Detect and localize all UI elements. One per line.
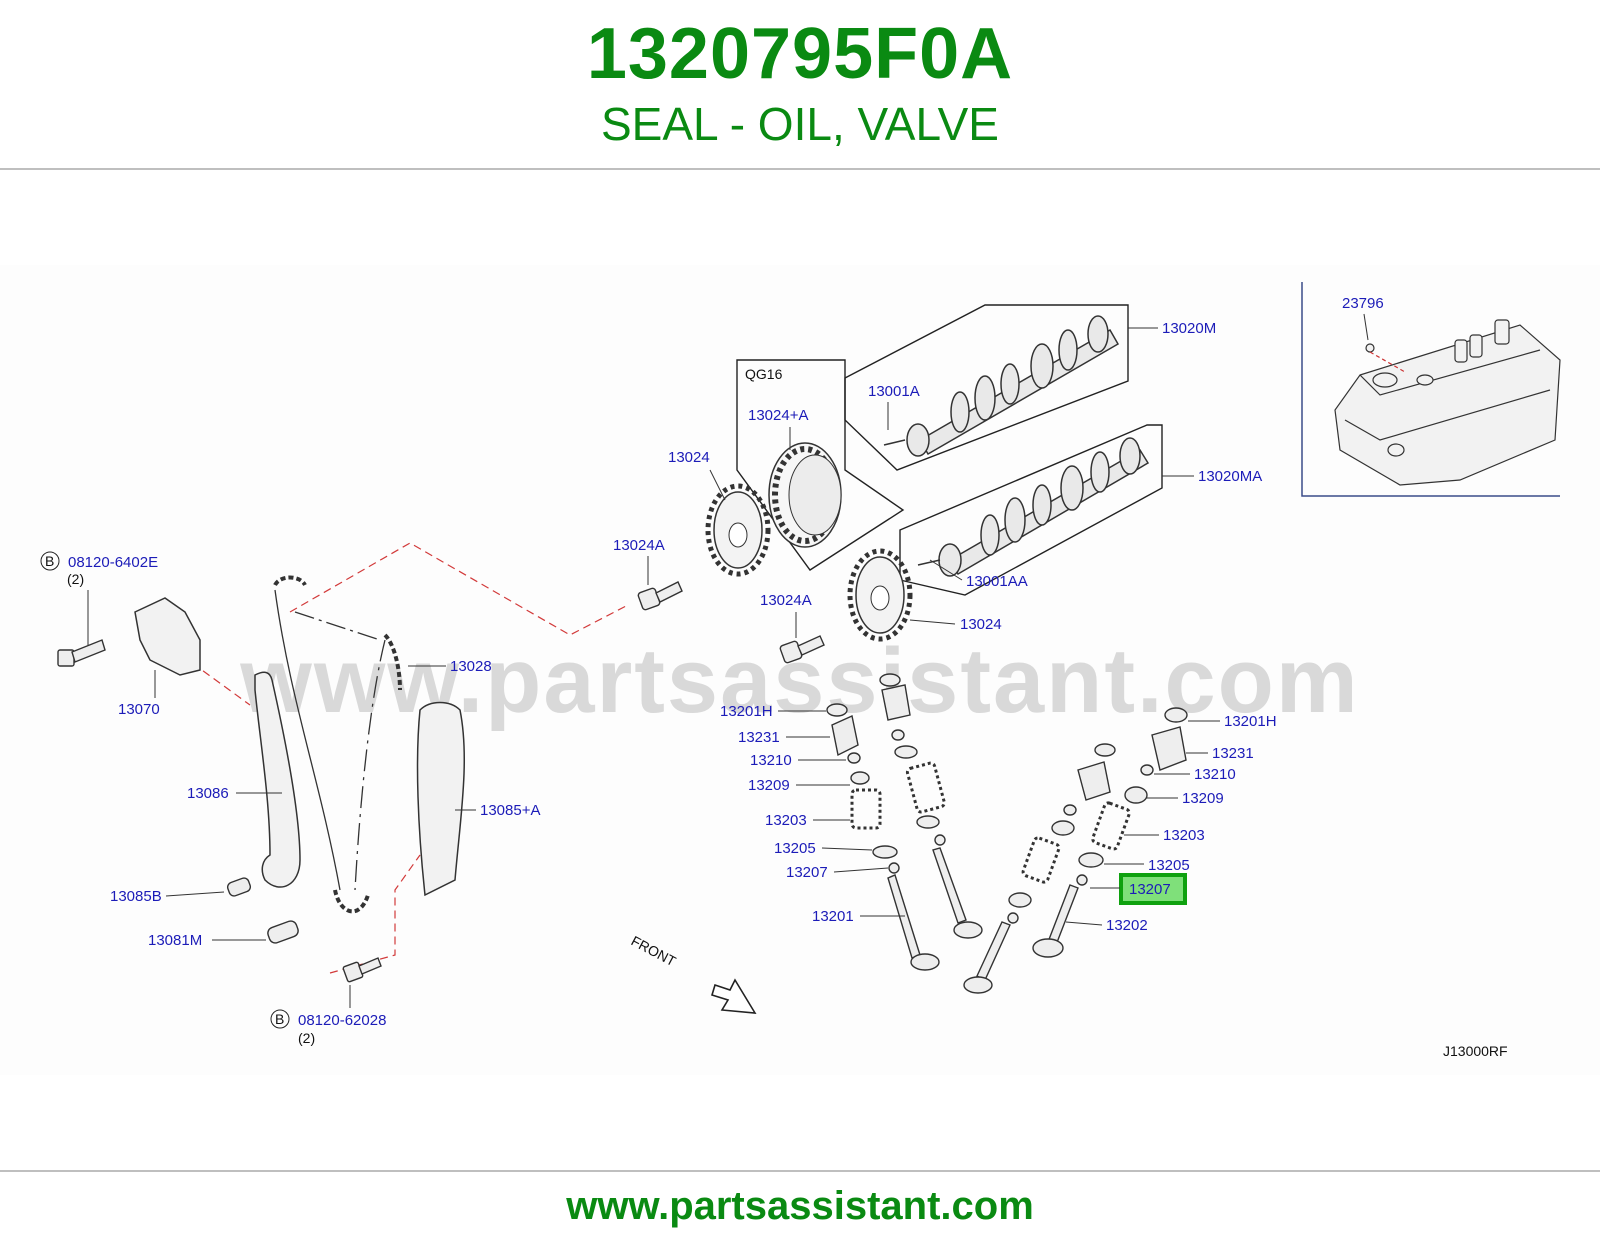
header-divider: [0, 168, 1600, 170]
part-labels: 13020M 13001A QG16 13024+A 13024 13020MA…: [40, 295, 1508, 1059]
label-23796[interactable]: 23796: [1342, 295, 1384, 312]
tensioner-guide-13085: [416, 701, 466, 897]
label-13024pA[interactable]: 13024+A: [748, 407, 808, 424]
qty-08120-6402E: (2): [67, 571, 84, 587]
label-13210-left[interactable]: 13210: [750, 752, 792, 769]
label-qg16: QG16: [745, 366, 783, 382]
parts-diagram: www.partsassistant.com: [0, 265, 1600, 1075]
label-13085pA[interactable]: 13085+A: [480, 802, 540, 819]
label-13201H-right[interactable]: 13201H: [1224, 713, 1277, 730]
label-13001AA[interactable]: 13001AA: [966, 573, 1028, 590]
label-13020M[interactable]: 13020M: [1162, 320, 1216, 337]
valve-train-right: [1032, 707, 1188, 958]
label-13231-right[interactable]: 13231: [1212, 745, 1254, 762]
label-13207-highlighted[interactable]: 13207: [1129, 881, 1171, 898]
label-13024-bottom[interactable]: 13024: [960, 616, 1002, 633]
front-arrow-icon: [711, 978, 757, 1014]
circle-b-icon-2: [270, 1009, 290, 1029]
inset-frame: [1301, 282, 1560, 497]
label-13024A-2[interactable]: 13024A: [760, 592, 812, 609]
label-13201[interactable]: 13201: [812, 908, 854, 925]
engine-head-illustration: [1334, 319, 1561, 486]
camshaft-upper: [883, 315, 1120, 457]
bolt-08120-62028: [342, 957, 382, 983]
label-13231-left[interactable]: 13231: [738, 729, 780, 746]
label-13070[interactable]: 13070: [118, 701, 160, 718]
label-13001A[interactable]: 13001A: [868, 383, 920, 400]
label-13020MA[interactable]: 13020MA: [1198, 468, 1262, 485]
label-13205-left[interactable]: 13205: [774, 840, 816, 857]
label-08120-6402E[interactable]: 08120-6402E: [68, 554, 158, 571]
label-13081M[interactable]: 13081M: [148, 932, 202, 949]
cam-sprocket-bottom: [847, 548, 913, 642]
highlight-13207-box[interactable]: [1119, 873, 1187, 905]
label-13202[interactable]: 13202: [1106, 917, 1148, 934]
label-08120-62028[interactable]: 08120-62028: [298, 1012, 386, 1029]
diagram-canvas: www.partsassistant.com: [40, 282, 1561, 1059]
front-label: FRONT: [629, 933, 679, 970]
label-13209-right[interactable]: 13209: [1182, 790, 1224, 807]
cam-sprocket-top: [705, 483, 771, 577]
label-13201H-left[interactable]: 13201H: [720, 703, 773, 720]
cam-sprocket-qg16: [768, 442, 842, 548]
camshaft-lower: [917, 437, 1150, 577]
footer-divider: [0, 1170, 1600, 1172]
label-13207-left[interactable]: 13207: [786, 864, 828, 881]
leader-lines: [139, 542, 629, 974]
label-13024A-1[interactable]: 13024A: [613, 537, 665, 554]
valve-train-center: [879, 673, 983, 939]
label-13086[interactable]: 13086: [187, 785, 229, 802]
svg-text:B: B: [45, 553, 54, 569]
sprocket-bolt-2: [779, 635, 825, 664]
label-13209-left[interactable]: 13209: [748, 777, 790, 794]
plunger-13081M: [267, 920, 299, 944]
bolt-08120-6402E: [57, 639, 106, 667]
label-13024-top[interactable]: 13024: [668, 449, 710, 466]
sprocket-bolt-1: [637, 581, 683, 611]
valve-train-inner: [963, 743, 1116, 994]
circle-b-icon: [40, 551, 60, 571]
qty-08120-62028: (2): [298, 1030, 315, 1046]
pin-13085B: [226, 877, 252, 897]
chain-tensioner-13070: [134, 597, 201, 676]
qg16-frame: [736, 359, 905, 571]
chain-guide-13086: [254, 671, 301, 888]
part-description: SEAL - OIL, VALVE: [601, 98, 999, 150]
label-13205-right[interactable]: 13205: [1148, 857, 1190, 874]
part-number-title: 1320795F0A: [586, 14, 1014, 94]
svg-text:B: B: [275, 1011, 284, 1027]
label-13085B[interactable]: 13085B: [110, 888, 162, 905]
label-13210-right[interactable]: 13210: [1194, 766, 1236, 783]
valve-train-left: [826, 703, 940, 971]
page-header: 1320795F0A SEAL - OIL, VALVE: [0, 0, 1600, 170]
timing-chain: [273, 575, 402, 914]
label-13203-left[interactable]: 13203: [765, 812, 807, 829]
label-13028[interactable]: 13028: [450, 658, 492, 675]
footer-url-link[interactable]: www.partsassistant.com: [566, 1184, 1034, 1228]
diagram-code: J13000RF: [1443, 1043, 1508, 1059]
label-13203-right[interactable]: 13203: [1163, 827, 1205, 844]
